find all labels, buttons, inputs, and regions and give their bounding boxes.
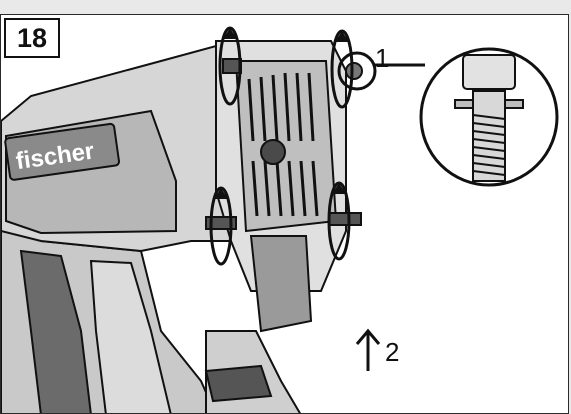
screw-head-detail bbox=[462, 54, 516, 90]
upward-direction-arrowhead bbox=[355, 328, 381, 345]
brand-plate bbox=[4, 122, 120, 181]
tool-handle bbox=[89, 259, 172, 413]
step-number: 18 bbox=[16, 22, 48, 53]
vent-slots bbox=[247, 72, 319, 217]
screw-shaft-detail bbox=[472, 90, 506, 182]
callout-label-screw: 1 bbox=[375, 43, 390, 73]
screw-top-left bbox=[222, 58, 242, 74]
contact-tip bbox=[204, 364, 273, 403]
screw-bottom-left bbox=[205, 216, 237, 230]
screw-top-right bbox=[345, 62, 363, 80]
rotation-arrowheads bbox=[214, 28, 349, 199]
callout-label-direction: 2 bbox=[385, 337, 400, 367]
figure-frame: fischer bbox=[0, 14, 569, 414]
screw-thread-detail bbox=[472, 114, 506, 176]
tool-illustration: fischer bbox=[1, 26, 559, 413]
screw-bottom-right bbox=[328, 212, 362, 226]
screw-callout-ring bbox=[337, 51, 377, 91]
center-plug bbox=[260, 139, 286, 165]
step-number-box: 18 bbox=[4, 18, 60, 58]
nose-housing bbox=[249, 235, 313, 333]
magazine-rail bbox=[19, 249, 92, 413]
